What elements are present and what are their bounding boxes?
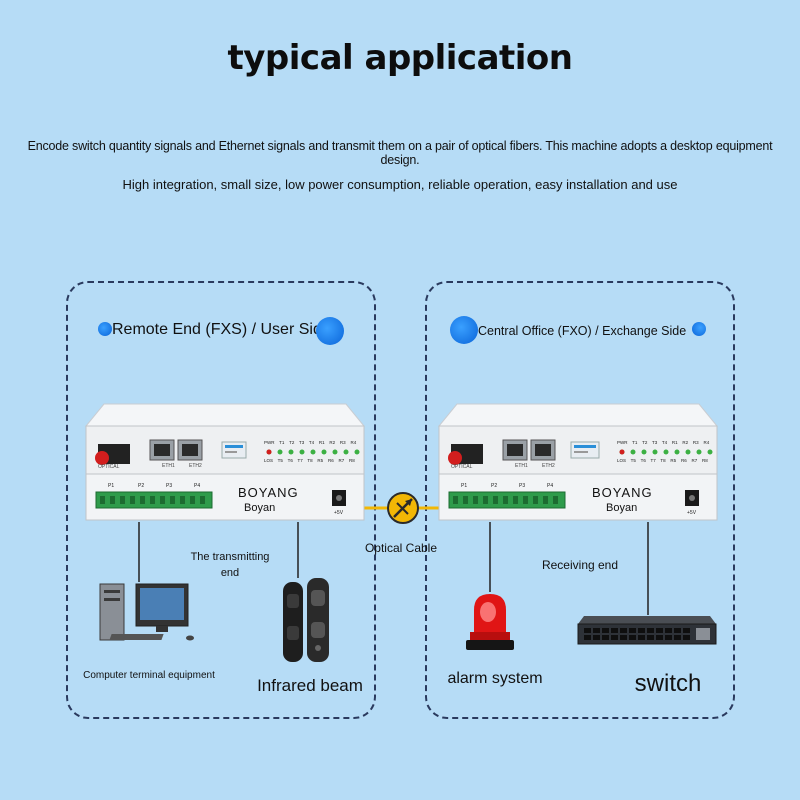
title-marker-right-end	[692, 322, 706, 336]
left-power-label: +5V	[334, 510, 344, 516]
switch-label: switch	[634, 670, 702, 697]
left-indicator-top-row: PWR T1 T2 T3 T4 R1 R2 R3 R4	[264, 440, 357, 445]
description-line-1: Encode switch quantity signals and Ether…	[27, 139, 773, 167]
transmit-label-line-1: The transmitting	[190, 551, 270, 563]
right-indicator-bottom-row: LOS T5 T6 T7 T8 R5 R6 R7 R8	[617, 458, 708, 463]
network-switch-icon	[576, 614, 718, 648]
central-office-device	[437, 402, 719, 522]
transmit-label: The transmitting end	[184, 549, 276, 581]
title-marker-left-start	[98, 322, 112, 336]
computer-label: Computer terminal equipment	[83, 670, 215, 681]
right-eth1-label: ETH1	[515, 463, 528, 469]
right-brand-label: BOYANG	[592, 485, 653, 500]
transmit-label-line-2: end	[220, 567, 240, 579]
right-input-p2: P2	[491, 483, 498, 489]
left-eth2-label: ETH2	[189, 463, 202, 469]
optical-fiber-icon	[385, 490, 421, 526]
right-optical-port-label: OPTICAL	[451, 464, 473, 470]
remote-end-device	[84, 402, 366, 522]
infrared-beam-label: Infrared beam	[257, 676, 363, 695]
left-indicator-bottom-row: LOS T5 T6 T7 T8 R5 R6 R7 R8	[264, 458, 355, 463]
right-input-p3: P3	[519, 483, 526, 489]
title-marker-right-start	[450, 316, 478, 344]
right-indicator-top-row: PWR T1 T2 T3 T4 R1 R2 R3 R4	[617, 440, 710, 445]
left-optical-port-label: OPTICAL	[98, 464, 120, 470]
computer-icon	[96, 578, 196, 644]
remote-end-panel	[66, 281, 376, 719]
alarm-light-icon	[462, 592, 518, 652]
infrared-beam-icon	[280, 576, 332, 664]
right-input-p4: P4	[547, 483, 554, 489]
receive-label: Receiving end	[541, 558, 619, 572]
left-brand-label: BOYANG	[238, 485, 299, 500]
remote-end-title: Remote End (FXS) / User Side	[112, 321, 331, 338]
description-line-2: High integration, small size, low power …	[122, 177, 678, 192]
central-office-panel	[425, 281, 735, 719]
left-input-p3: P3	[166, 483, 173, 489]
page-title: typical application	[227, 38, 574, 78]
right-eth2-label: ETH2	[542, 463, 555, 469]
right-sub-brand-label: Boyan	[606, 502, 638, 514]
left-sub-brand-label: Boyan	[244, 502, 276, 514]
right-input-p1: P1	[461, 483, 468, 489]
left-input-p4: P4	[194, 483, 201, 489]
left-eth1-label: ETH1	[162, 463, 175, 469]
alarm-system-label: alarm system	[447, 670, 543, 687]
title-marker-left-end	[316, 317, 344, 345]
optical-cable-label: Optical Cable	[364, 541, 438, 555]
central-office-title: Central Office (FXO) / Exchange Side	[478, 324, 687, 338]
left-input-p2: P2	[138, 483, 145, 489]
left-input-p1: P1	[108, 483, 115, 489]
right-power-label: +5V	[687, 510, 697, 516]
